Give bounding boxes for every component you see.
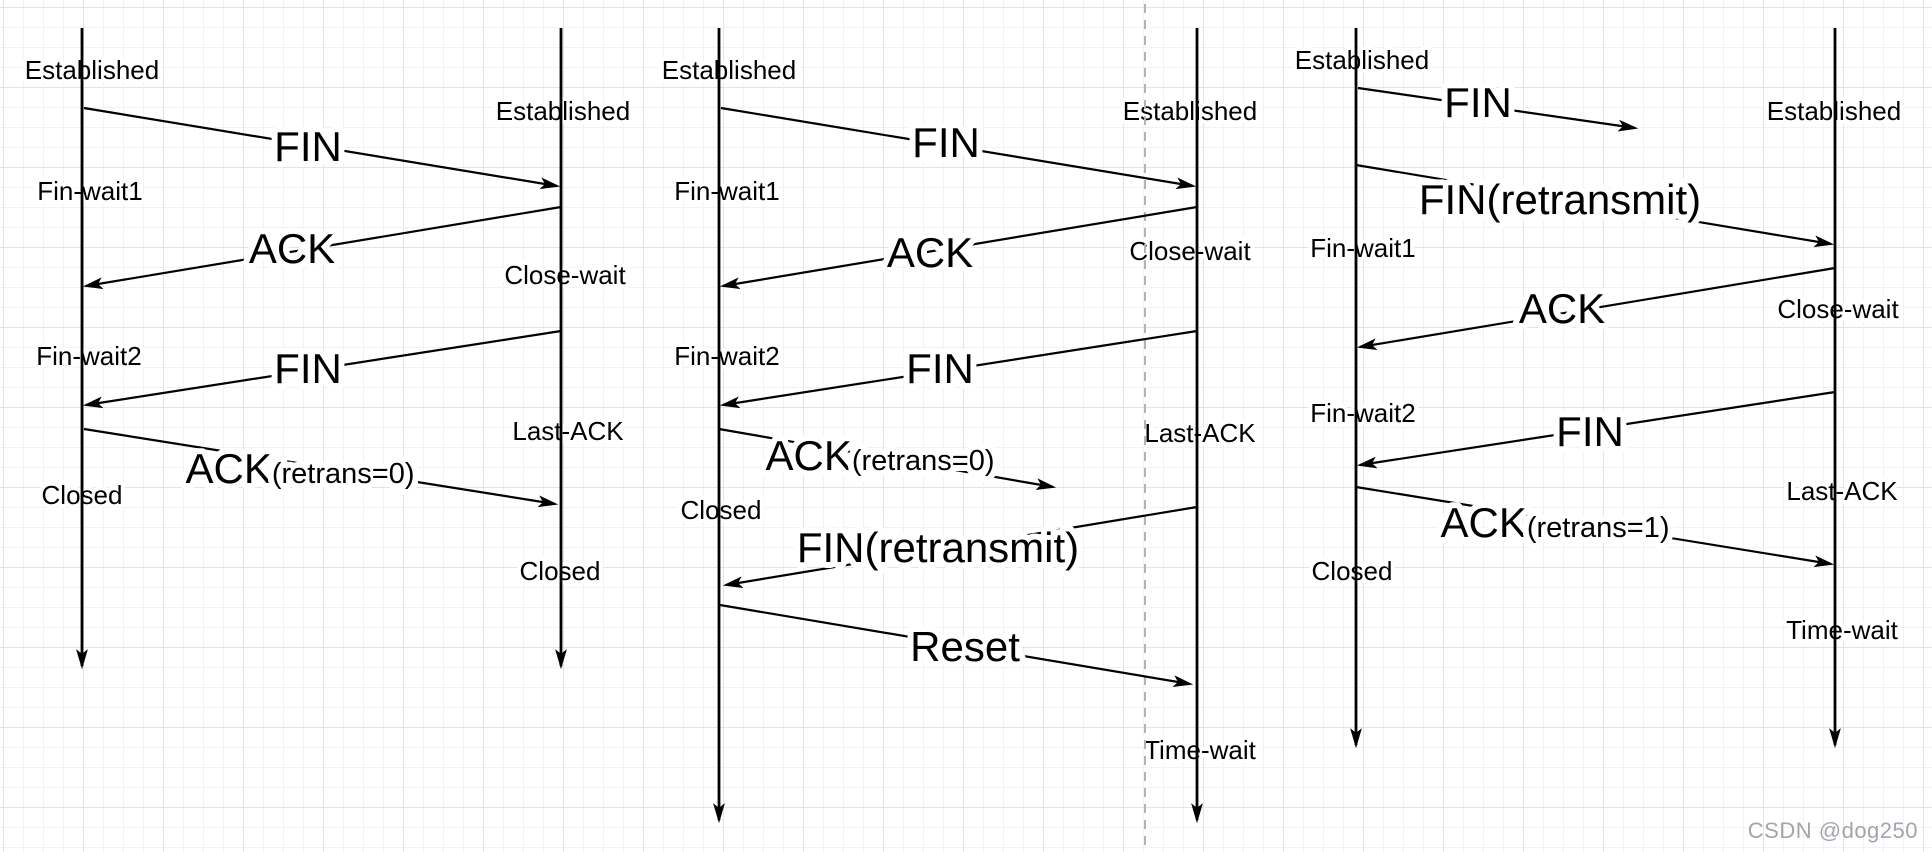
message-label: FIN [1556, 408, 1624, 455]
state-label: Closed [1312, 556, 1393, 586]
message-label: FIN [274, 345, 342, 392]
message-sublabel: (retrans=0) [272, 458, 415, 490]
message-label: ACK(retrans=0) [186, 445, 415, 492]
message-arrow [719, 603, 1190, 684]
state-label: Fin-wait2 [36, 341, 141, 371]
message-label: FIN [1444, 79, 1512, 126]
message-arrow-lost [718, 427, 1053, 487]
state-label: Last-ACK [512, 416, 624, 446]
message-label: ACK(retrans=1) [1441, 499, 1670, 546]
message-arrow [86, 205, 562, 286]
state-label: Close-wait [1777, 294, 1899, 324]
message-label: ACK [1519, 285, 1605, 332]
message-arrow [1355, 163, 1831, 244]
message-arrow [1355, 485, 1831, 564]
state-label: Established [662, 55, 796, 85]
message-sublabel: (retrans=1) [1527, 512, 1670, 544]
state-label: Close-wait [504, 260, 626, 290]
message-label: FIN(retransmit) [1419, 176, 1701, 223]
state-label: Closed [681, 495, 762, 525]
state-label: Fin-wait1 [674, 176, 779, 206]
message-arrow [726, 505, 1198, 585]
message-arrow [1360, 266, 1836, 347]
message-label: ACK [887, 229, 973, 276]
state-label: Time-wait [1144, 735, 1256, 765]
state-label: Established [25, 55, 159, 85]
state-label: Last-ACK [1144, 418, 1256, 448]
state-label: Established [1123, 96, 1257, 126]
message-label: Reset [910, 623, 1020, 670]
state-label: Last-ACK [1786, 476, 1898, 506]
state-label: Established [1295, 45, 1429, 75]
message-arrow [1360, 390, 1836, 465]
csdn-watermark: CSDN @dog250 [1747, 818, 1918, 843]
state-label: Fin-wait2 [674, 341, 779, 371]
message-arrow [720, 106, 1193, 186]
message-arrow [83, 106, 557, 186]
lifelines-layer [82, 4, 1835, 852]
message-arrow [86, 329, 562, 405]
message-arrow [83, 427, 555, 504]
message-label: FIN [912, 119, 980, 166]
message-arrow-lost [1357, 86, 1635, 128]
message-arrow [723, 329, 1198, 405]
messages-layer [83, 86, 1836, 684]
message-label: ACK(retrans=0) [766, 432, 995, 479]
state-label: Fin-wait1 [37, 176, 142, 206]
message-labels-layer: FINACKFINACK(retrans=0)FINACKFINACK(retr… [180, 73, 1708, 676]
message-label: FIN(retransmit) [797, 524, 1079, 571]
state-label: Fin-wait1 [1310, 233, 1415, 263]
message-sublabel: (retrans=0) [852, 445, 995, 477]
state-label: Fin-wait2 [1310, 398, 1415, 428]
state-label: Close-wait [1129, 236, 1251, 266]
message-label: ACK [249, 225, 335, 272]
state-labels-layer: EstablishedEstablishedFin-wait1Close-wai… [21, 41, 1905, 769]
state-label: Time-wait [1786, 615, 1898, 645]
message-label: FIN [906, 345, 974, 392]
message-arrow [723, 205, 1198, 286]
state-label: Established [496, 96, 630, 126]
message-label: FIN [274, 123, 342, 170]
